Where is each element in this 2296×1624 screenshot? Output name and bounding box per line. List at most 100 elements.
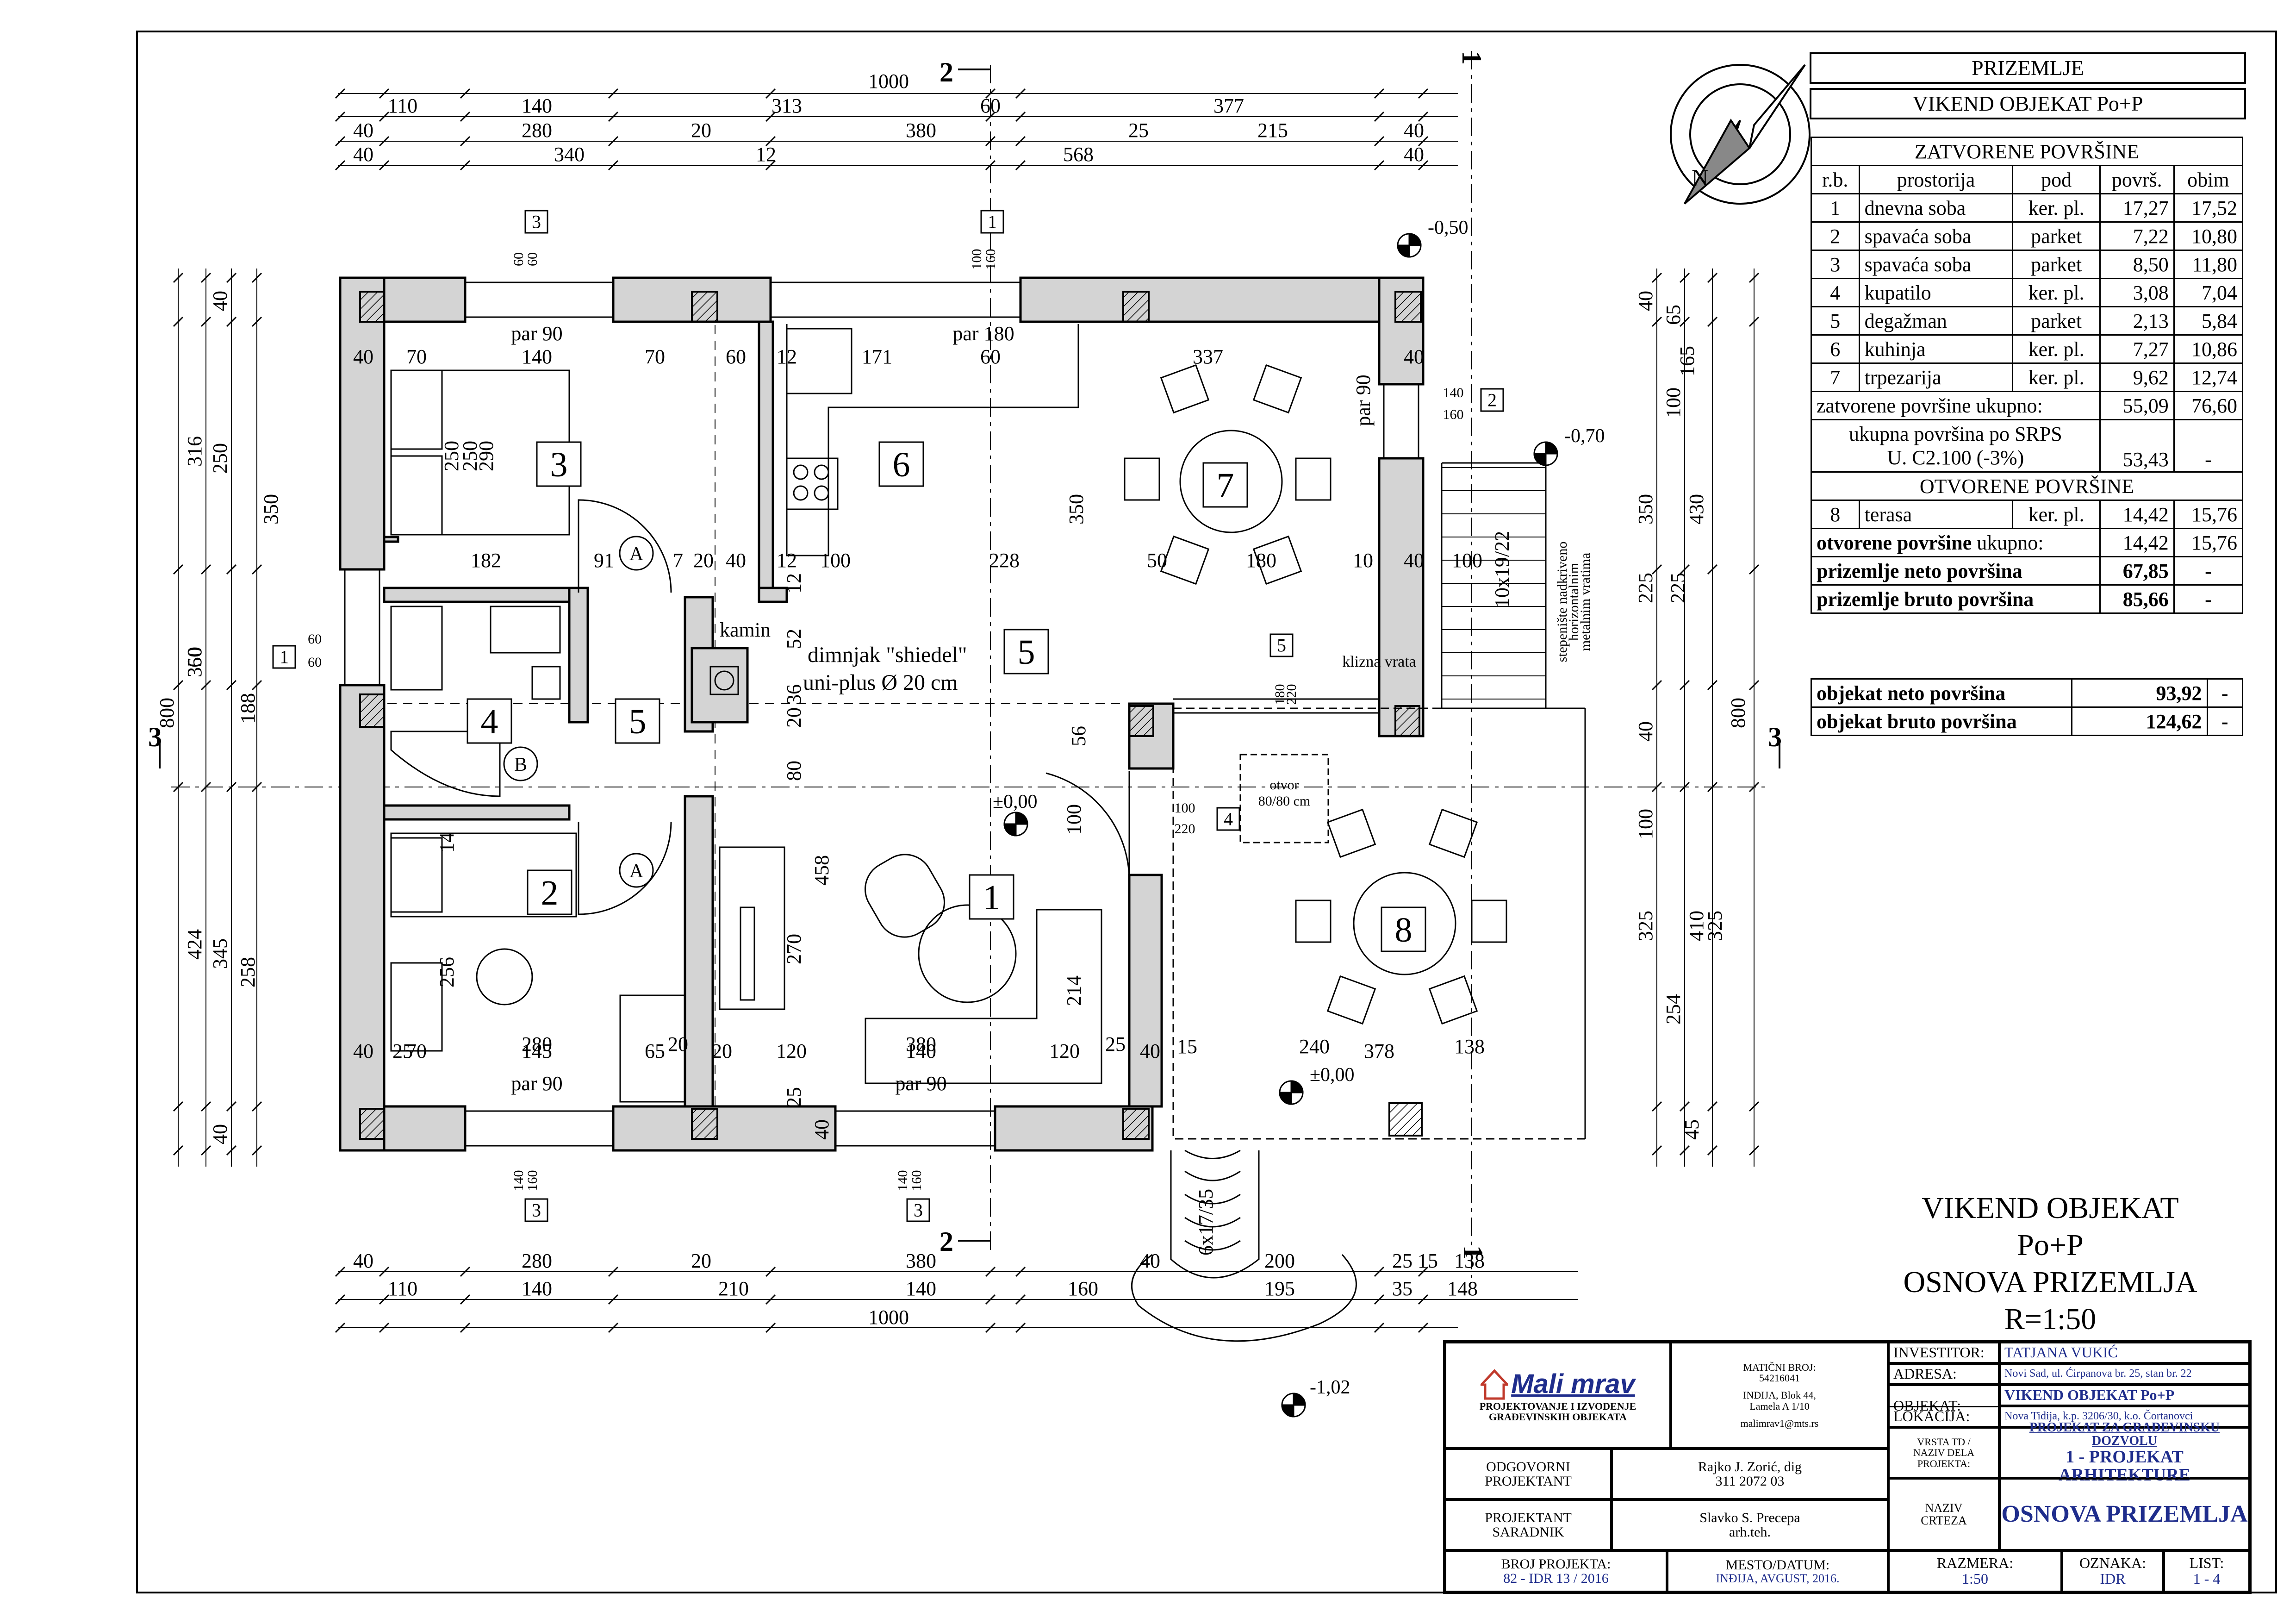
object-net-label: objekat neto površina <box>1811 678 2072 708</box>
drawing-title-line2: Po+P <box>2017 1228 2084 1262</box>
dimension-label: 254 <box>1662 994 1685 1024</box>
company-line1: PROJEKTOVANJE I IZVODENJE <box>1479 1400 1636 1412</box>
dimension-label: 1000 <box>868 70 909 93</box>
dimension-label: 40 <box>209 1124 231 1144</box>
oznaka-cell: OZNAKA: IDR <box>2062 1550 2164 1592</box>
open-row-area: 14,42 <box>2099 500 2175 529</box>
open-row-floor: ker. pl. <box>2012 500 2101 529</box>
dimension-label: 345 <box>209 938 231 969</box>
dimension-label: 250 <box>209 443 231 474</box>
naziv-label-1: NAZIV <box>1925 1501 1963 1515</box>
door-tag-circle <box>503 746 538 781</box>
door-label: par 180 <box>952 322 1014 345</box>
row-name: kuhinja <box>1858 334 2014 364</box>
room-number-box <box>467 698 512 744</box>
dimension-label: 40 <box>1140 1249 1160 1272</box>
company-info-cell: MATIČNI BROJ: 54216041 INĐIJA, Blok 44, … <box>1671 1342 1888 1449</box>
row-floor: parket <box>2012 221 2101 251</box>
dimension-label: 215 <box>1257 119 1288 142</box>
room-number: 1 <box>983 878 1001 917</box>
object-gross-label: objekat bruto površina <box>1811 706 2072 736</box>
dimension-label: 140 <box>522 1277 552 1300</box>
stairs-label: 6x17/35 <box>1195 1189 1217 1255</box>
row-perim: 17,52 <box>2173 193 2244 223</box>
door-tag: A <box>629 861 644 882</box>
open-row-name: terasa <box>1858 500 2014 529</box>
kamin-label: kamin <box>720 618 771 641</box>
dimension-label: 270 <box>783 934 805 964</box>
list-cell: LIST: 1 - 4 <box>2164 1550 2250 1592</box>
dimension-label: 378 <box>1364 1040 1394 1062</box>
window-tag-box <box>1480 388 1504 412</box>
naziv-label-cell: NAZIV CRTEZA <box>1888 1478 1999 1550</box>
dimension-label: 60 <box>183 647 206 668</box>
dimension-label: 25 <box>1105 1033 1126 1056</box>
net-label: prizemlje neto površina <box>1811 556 2101 586</box>
dimension-label: 258 <box>236 957 259 987</box>
dimension-label: 100 <box>1452 549 1482 572</box>
room-number-box <box>969 874 1014 920</box>
sheet-header-floor: PRIZEMLJE <box>1810 52 2246 84</box>
window-tag-box <box>906 1198 930 1222</box>
dimension-label: 120 <box>1049 1040 1080 1062</box>
dimension-label: 14 <box>436 832 458 853</box>
row-area: 17,27 <box>2099 193 2175 223</box>
window-dim: 160 <box>909 1170 924 1191</box>
dimension-label: 195 <box>1264 1277 1295 1300</box>
row-floor: ker. pl. <box>2012 362 2101 392</box>
room-number-box <box>527 869 572 915</box>
broj-value: 82 - IDR 13 / 2016 <box>1503 1571 1609 1586</box>
column-header: obim <box>2173 165 2244 194</box>
dimension-label: 10 <box>1353 549 1373 572</box>
dimension-label: 12 <box>777 549 797 572</box>
window-dim: 140 <box>511 1170 526 1191</box>
row-floor: ker. pl. <box>2012 193 2101 223</box>
dimension-label: 188 <box>236 693 259 724</box>
dimension-label: 350 <box>1065 494 1088 525</box>
dimension-label: 140 <box>906 1277 936 1300</box>
row-floor: ker. pl. <box>2012 334 2101 364</box>
razmera-cell: RAZMERA: 1:50 <box>1888 1550 2062 1592</box>
window-dim: 160 <box>1443 407 1464 422</box>
row-perim: 11,80 <box>2173 250 2244 279</box>
dimension-label: 25 <box>1128 119 1149 142</box>
row-no: 6 <box>1811 334 1860 364</box>
dimension-label: 225 <box>1667 573 1689 603</box>
odg-value-cell: Rajko J. Zorić, dig 311 2072 03 <box>1612 1449 1888 1499</box>
dimension-label: 410 <box>1685 911 1708 941</box>
level-label: ±0,00 <box>993 791 1038 812</box>
open-total-label: otvorene površine ukupno: <box>1811 528 2101 557</box>
dimension-label: 60 <box>980 345 1001 368</box>
dimension-label: 25 <box>392 1040 413 1062</box>
objekat-value: VIKEND OBJEKAT Po+P <box>1999 1385 2250 1406</box>
dimension-label: 20 <box>693 549 714 572</box>
window-dim: 140 <box>1443 385 1464 400</box>
window-dim: 100 <box>1175 800 1195 816</box>
saradnik-label-1: PROJEKTANT <box>1485 1510 1572 1525</box>
level-label: -1,02 <box>1310 1377 1350 1398</box>
investor-value: TATJANA VUKIĆ <box>1999 1342 2250 1363</box>
net-area: 67,85 <box>2099 556 2175 586</box>
mesto-cell: MESTO/DATUM: INĐIJA, AVGUST, 2016. <box>1667 1550 1888 1592</box>
dimension-label: 40 <box>353 345 373 368</box>
gross-area: 85,66 <box>2099 584 2175 614</box>
dimension-label: 350 <box>260 494 282 525</box>
object-gross-perim: - <box>2206 706 2243 736</box>
dimension-label: 91 <box>594 549 614 572</box>
row-area: 3,08 <box>2099 278 2175 307</box>
dimension-label: 377 <box>1213 94 1244 117</box>
room-number-box <box>615 698 660 744</box>
row-floor: parket <box>2012 250 2101 279</box>
dimension-label: 45 <box>1680 1119 1703 1140</box>
room-number: 5 <box>629 702 647 741</box>
odg-label-1: ODGOVORNI <box>1486 1459 1570 1474</box>
window-tag-box <box>524 1198 548 1222</box>
house-icon <box>1481 1369 1509 1400</box>
dimension-label: 100 <box>1662 387 1685 418</box>
dimension-label: 100 <box>1634 809 1657 839</box>
